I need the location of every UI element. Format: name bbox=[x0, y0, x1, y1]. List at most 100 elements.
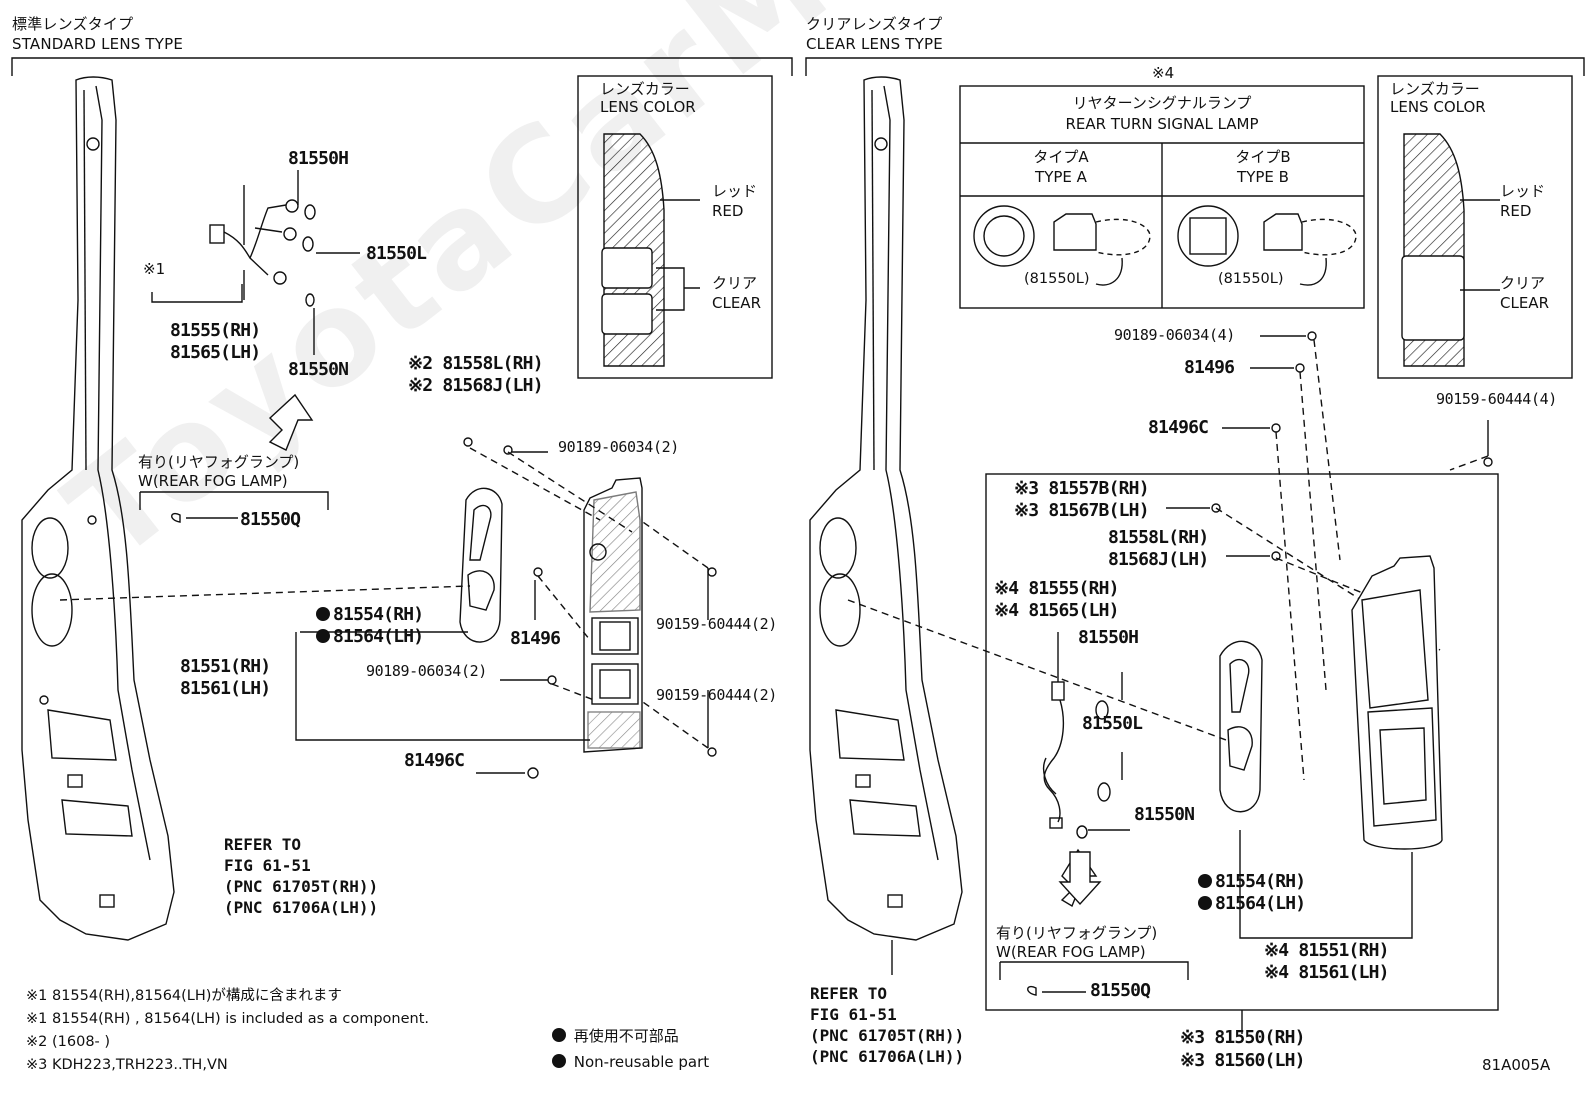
part-81565-lh-right[interactable]: ※4 81565(LH) bbox=[994, 600, 1120, 621]
type-b-jp: タイプB bbox=[1235, 148, 1291, 166]
note-mark-4: ※4 bbox=[1152, 64, 1175, 82]
right-lens-color-title-jp: レンズカラー bbox=[1390, 80, 1480, 98]
left-lens-shape bbox=[601, 133, 665, 367]
part-81550h-left[interactable]: 81550H bbox=[288, 148, 349, 169]
part-81555-rh-right[interactable]: ※4 81555(RH) bbox=[994, 578, 1120, 599]
part-81554-rh-left[interactable]: 81554(RH) bbox=[316, 606, 424, 624]
part-81557b-rh-right[interactable]: ※3 81557B(RH) bbox=[1014, 478, 1150, 499]
left-title-jp: 標準レンズタイプ bbox=[12, 15, 134, 33]
part-90189-06034-left-bottom[interactable]: 90189-06034(2) bbox=[366, 662, 487, 680]
part-81558l-rh-right[interactable]: 81558L(RH) bbox=[1108, 527, 1209, 548]
left-up-arrow bbox=[268, 393, 314, 451]
part-81550h-right[interactable]: 81550H bbox=[1078, 627, 1139, 648]
non-reusable-dot-icon bbox=[552, 1054, 566, 1068]
part-81555-rh-left[interactable]: 81555(RH) bbox=[170, 320, 261, 341]
legend-non-reusable-en: Non-reusable part bbox=[552, 1054, 709, 1070]
left-title-en: STANDARD LENS TYPE bbox=[12, 35, 184, 53]
right-body-pillar bbox=[809, 76, 963, 941]
part-81565-lh-left[interactable]: 81565(LH) bbox=[170, 342, 261, 363]
left-lamp-assembly bbox=[583, 477, 643, 753]
right-fog-jp: 有り(リヤフォグランプ) bbox=[996, 924, 1158, 942]
part-81496-right[interactable]: 81496 bbox=[1184, 357, 1235, 378]
part-81560-lh-right[interactable]: ※3 81560(LH) bbox=[1180, 1050, 1306, 1071]
left-fog-jp: 有り(リヤフォグランプ) bbox=[138, 453, 300, 471]
part-81496c-right[interactable]: 81496C bbox=[1148, 417, 1209, 438]
turn-signal-title-en: REAR TURN SIGNAL LAMP bbox=[1065, 115, 1259, 133]
right-harness bbox=[1042, 632, 1130, 839]
part-81564-lh-left[interactable]: 81564(LH) bbox=[316, 628, 424, 646]
right-clear-en: CLEAR bbox=[1500, 294, 1549, 312]
part-81550q-left[interactable]: 81550Q bbox=[240, 509, 301, 530]
left-fog-en: W(REAR FOG LAMP) bbox=[138, 472, 288, 490]
right-clear-jp: クリア bbox=[1500, 274, 1546, 292]
left-gasket bbox=[459, 487, 503, 643]
right-lens-color-box bbox=[1377, 75, 1573, 379]
non-reusable-dot-icon bbox=[1198, 896, 1212, 910]
left-red-en: RED bbox=[712, 202, 744, 220]
left-refer-note[interactable]: REFER TO FIG 61-51 (PNC 61705T(RH)) (PNC… bbox=[224, 835, 379, 917]
part-81550n-left[interactable]: 81550N bbox=[288, 359, 349, 380]
type-a-jp: タイプA bbox=[1033, 148, 1089, 166]
right-red-en: RED bbox=[1500, 202, 1532, 220]
part-90159-60444-right[interactable]: 90159-60444(4) bbox=[1436, 390, 1557, 408]
right-title-jp: クリアレンズタイプ bbox=[806, 15, 943, 33]
part-81551-rh-right[interactable]: ※4 81551(RH) bbox=[1264, 940, 1390, 961]
non-reusable-dot-icon bbox=[552, 1028, 566, 1042]
legend-non-reusable-jp: 再使用不可部品 bbox=[552, 1028, 679, 1044]
right-red-jp: レッド bbox=[1500, 182, 1546, 200]
non-reusable-dot-icon bbox=[1198, 874, 1212, 888]
left-bracket-81551 bbox=[295, 632, 590, 741]
type-b-socket bbox=[1177, 205, 1357, 286]
part-81550l-right[interactable]: 81550L bbox=[1082, 713, 1143, 734]
part-81564-lh-right[interactable]: 81564(LH) bbox=[1198, 895, 1306, 913]
part-81561-lh-right[interactable]: ※4 81561(LH) bbox=[1264, 962, 1390, 983]
part-90159-60444-left-top[interactable]: 90159-60444(2) bbox=[656, 615, 777, 633]
part-81551-rh-left[interactable]: 81551(RH) bbox=[180, 656, 271, 677]
part-81554-rh-right[interactable]: 81554(RH) bbox=[1198, 873, 1306, 891]
figure-code: 81A005A bbox=[1482, 1056, 1551, 1074]
right-refer-note[interactable]: REFER TO FIG 61-51 (PNC 61705T(RH)) (PNC… bbox=[810, 984, 965, 1066]
part-81568j-lh-right[interactable]: 81568J(LH) bbox=[1108, 549, 1209, 570]
type-a-en: TYPE A bbox=[1035, 168, 1087, 186]
part-81558l-rh-left[interactable]: ※2 81558L(RH) bbox=[408, 353, 544, 374]
part-81550-rh-right[interactable]: ※3 81550(RH) bbox=[1180, 1027, 1306, 1048]
right-fog-en: W(REAR FOG LAMP) bbox=[996, 943, 1146, 961]
right-lamp-assembly bbox=[1351, 555, 1443, 850]
part-81496c-left[interactable]: 81496C bbox=[404, 750, 465, 771]
part-81568j-lh-left[interactable]: ※2 81568J(LH) bbox=[408, 375, 544, 396]
type-a-bulb-label: (81550L) bbox=[1024, 271, 1090, 287]
left-lens-color-title-en: LENS COLOR bbox=[600, 98, 696, 116]
left-red-jp: レッド bbox=[712, 182, 758, 200]
left-fog-bracket bbox=[139, 491, 329, 510]
type-a-socket bbox=[973, 205, 1151, 286]
part-81567b-lh-right[interactable]: ※3 81567B(LH) bbox=[1014, 500, 1150, 521]
footnote-1-jp: ※1 81554(RH),81564(LH)が構成に含まれます bbox=[26, 988, 342, 1004]
type-b-en: TYPE B bbox=[1237, 168, 1289, 186]
turn-signal-title-jp: リヤターンシグナルランプ bbox=[1072, 94, 1252, 112]
part-81550n-right[interactable]: 81550N bbox=[1134, 804, 1195, 825]
part-90189-06034-left-top[interactable]: 90189-06034(2) bbox=[558, 438, 679, 456]
part-90189-06034-right[interactable]: 90189-06034(4) bbox=[1114, 326, 1235, 344]
part-90159-60444-left-bottom[interactable]: 90159-60444(2) bbox=[656, 686, 777, 704]
left-bracket-81555 bbox=[151, 284, 243, 303]
part-81550l-left[interactable]: 81550L bbox=[366, 243, 427, 264]
note-mark-1: ※1 bbox=[143, 260, 166, 278]
left-lens-color-box bbox=[577, 75, 773, 379]
left-section-bracket bbox=[11, 57, 793, 76]
part-81561-lh-left[interactable]: 81561(LH) bbox=[180, 678, 271, 699]
left-body-pillar bbox=[21, 76, 175, 941]
footnote-3: ※3 KDH223,TRH223..TH,VN bbox=[26, 1057, 228, 1073]
left-clear-en: CLEAR bbox=[712, 294, 761, 312]
right-fog-bracket bbox=[999, 961, 1189, 980]
part-81550q-right[interactable]: 81550Q bbox=[1090, 980, 1151, 1001]
right-gasket bbox=[1219, 640, 1263, 813]
right-lens-shape bbox=[1401, 133, 1465, 367]
right-section-bracket bbox=[805, 57, 1585, 76]
footnote-1-en: ※1 81554(RH) , 81564(LH) is included as … bbox=[26, 1011, 429, 1027]
right-lens-color-title-en: LENS COLOR bbox=[1390, 98, 1486, 116]
left-clear-jp: クリア bbox=[712, 274, 758, 292]
footnote-2: ※2 (1608- ) bbox=[26, 1034, 111, 1050]
part-81496-left[interactable]: 81496 bbox=[510, 628, 561, 649]
